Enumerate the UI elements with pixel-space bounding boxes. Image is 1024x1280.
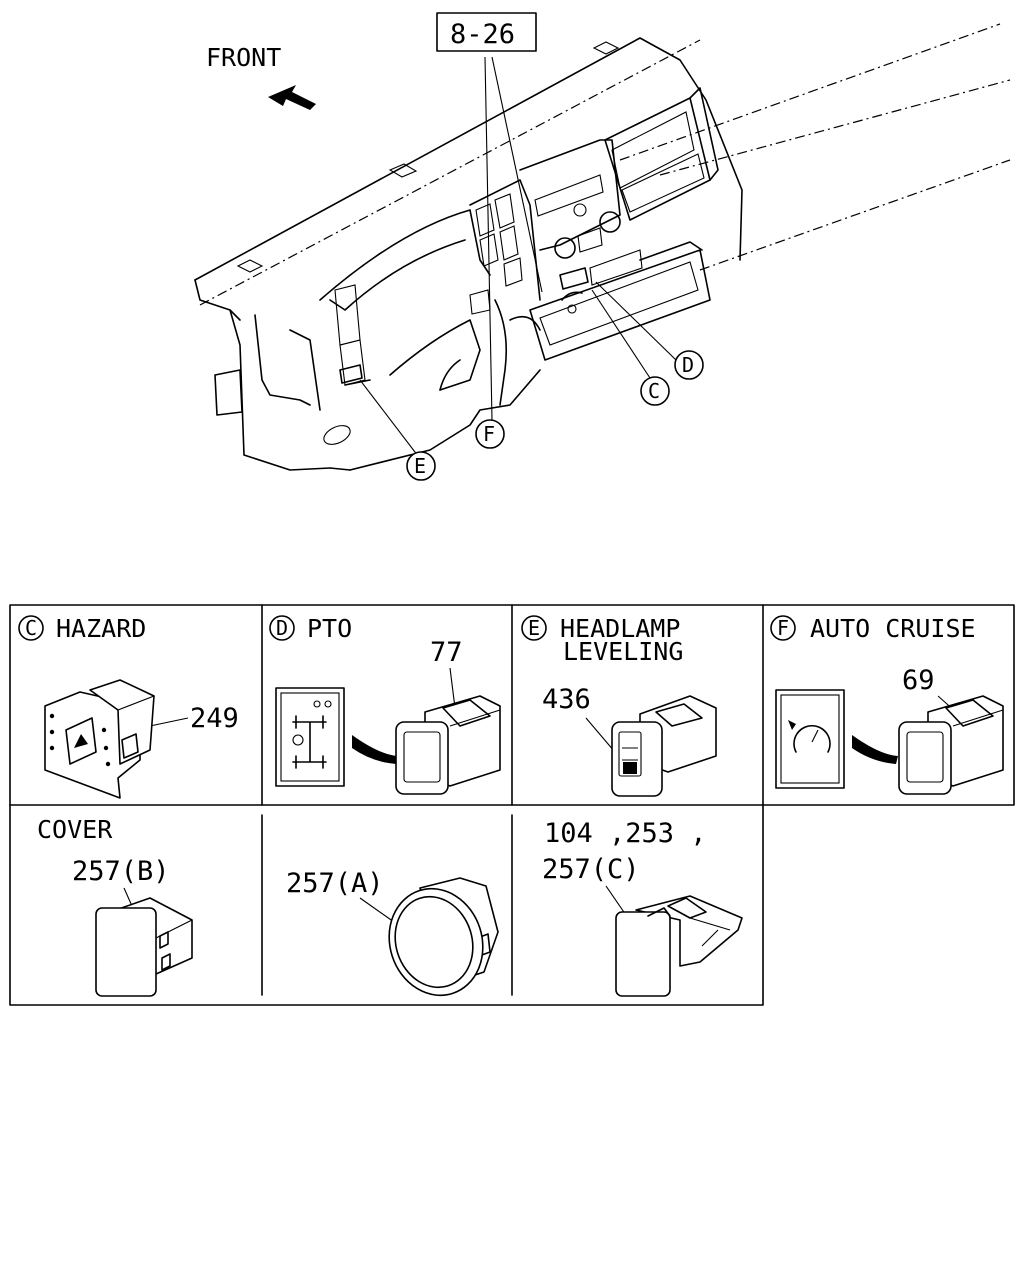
hazard-switch-icon — [44, 679, 155, 799]
parts-table — [9, 604, 1015, 1006]
front-arrow-icon — [268, 85, 316, 110]
panel-letter: D — [276, 616, 288, 640]
front-label: FRONT — [206, 43, 281, 72]
clip-plug-icon — [615, 895, 743, 997]
arrow-icon — [352, 735, 398, 764]
panel-plug-257a[interactable]: 257(A) — [286, 868, 499, 1008]
cruise-symbol-tile-icon — [775, 689, 845, 789]
svg-text:F: F — [483, 422, 495, 446]
panel-cover[interactable]: COVER 257(B) — [37, 815, 193, 997]
panel-title: HAZARD — [56, 614, 146, 643]
panel-plug-257c[interactable]: 104 ,253 , 257(C) — [542, 818, 743, 997]
callout-e[interactable]: E — [406, 451, 436, 481]
svg-text:E: E — [414, 454, 426, 478]
panel-letter: F — [777, 616, 789, 640]
panel-letter-circle — [18, 615, 44, 641]
headlamp-switch-icon — [611, 695, 717, 797]
round-plug-icon — [388, 877, 499, 997]
panel-title: PTO — [307, 614, 352, 643]
panel-pto[interactable]: D PTO 77 — [269, 614, 501, 795]
callout-d[interactable]: D — [674, 350, 704, 380]
pto-switch-icon — [395, 695, 501, 795]
part-number[interactable]: 77 — [430, 637, 463, 668]
svg-text:D: D — [682, 353, 694, 377]
part-number-line2[interactable]: 257(C) — [542, 854, 640, 885]
callout-c[interactable]: C — [640, 376, 670, 406]
section-ref-box[interactable] — [436, 12, 537, 52]
cruise-switch-icon — [898, 695, 1004, 795]
panel-auto-cruise[interactable]: F AUTO CRUISE 69 — [770, 614, 1004, 795]
part-number[interactable]: 249 — [190, 703, 239, 734]
panel-hazard[interactable]: C HAZARD 249 — [18, 614, 239, 799]
part-number[interactable]: 257(B) — [72, 856, 170, 887]
section-ref-label: 8-26 — [450, 19, 515, 50]
part-number[interactable]: 69 — [902, 665, 935, 696]
panel-title: COVER — [37, 815, 113, 844]
cover-plug-icon — [95, 897, 193, 997]
panel-title: AUTO CRUISE — [810, 614, 976, 643]
svg-text:C: C — [648, 379, 660, 403]
panel-title: HEADLAMP — [560, 614, 680, 643]
part-number[interactable]: 436 — [542, 684, 591, 715]
callout-f[interactable]: F — [475, 419, 505, 449]
pto-symbol-tile-icon — [275, 687, 345, 787]
panel-letter: E — [528, 616, 540, 640]
dashboard-overview: 8-26 FRONT — [194, 12, 1011, 481]
arrow-icon — [852, 735, 898, 764]
part-number[interactable]: 257(A) — [286, 868, 384, 899]
panel-headlamp-leveling[interactable]: E HEADLAMP LEVELING 436 — [521, 614, 717, 797]
panel-title-line2: LEVELING — [563, 637, 683, 666]
panel-letter: C — [25, 616, 37, 640]
part-number-line1[interactable]: 104 ,253 , — [544, 818, 707, 849]
